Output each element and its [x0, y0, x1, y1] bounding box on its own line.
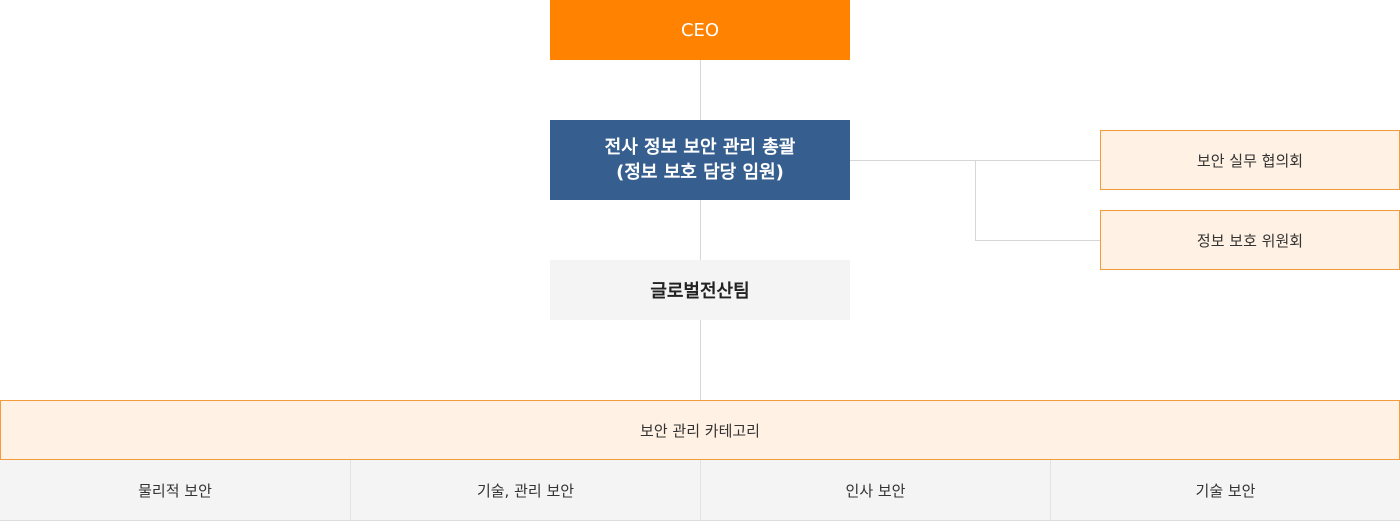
team-node: 글로벌전산팀 — [550, 260, 850, 320]
category-label: 보안 관리 카테고리 — [640, 421, 760, 440]
executive-subtitle: (정보 보호 담당 임원) — [616, 162, 784, 183]
team-label: 글로벌전산팀 — [650, 281, 750, 302]
connector-committee-vertical — [975, 160, 976, 240]
subcategory-label: 기술 보안 — [1195, 481, 1256, 500]
subcategory-technical-security: 기술 보안 — [1050, 460, 1400, 521]
ceo-node: CEO — [550, 0, 850, 60]
ceo-label: CEO — [680, 19, 720, 41]
subcategory-label: 물리적 보안 — [138, 481, 212, 500]
executive-node: 전사 정보 보안 관리 총괄 (정보 보호 담당 임원) — [550, 120, 850, 200]
subcategory-label: 인사 보안 — [845, 481, 906, 500]
committee-node-info-protection: 정보 보호 위원회 — [1100, 210, 1400, 270]
subcategory-personnel-security: 인사 보안 — [700, 460, 1050, 521]
executive-title: 전사 정보 보안 관리 총괄 — [604, 137, 796, 158]
subcategory-label: 기술, 관리 보안 — [476, 481, 575, 500]
committee-label: 정보 보호 위원회 — [1196, 231, 1304, 250]
committee-node-security-practice: 보안 실무 협의회 — [1100, 130, 1400, 190]
connector-executive-team — [700, 200, 701, 260]
connector-ceo-executive — [700, 60, 701, 120]
subcategory-physical-security: 물리적 보안 — [0, 460, 350, 521]
connector-committee-2 — [975, 240, 1100, 241]
committee-label: 보안 실무 협의회 — [1196, 151, 1304, 170]
connector-team-category — [700, 320, 701, 400]
subcategory-technical-admin-security: 기술, 관리 보안 — [350, 460, 700, 521]
category-header: 보안 관리 카테고리 — [0, 400, 1400, 460]
